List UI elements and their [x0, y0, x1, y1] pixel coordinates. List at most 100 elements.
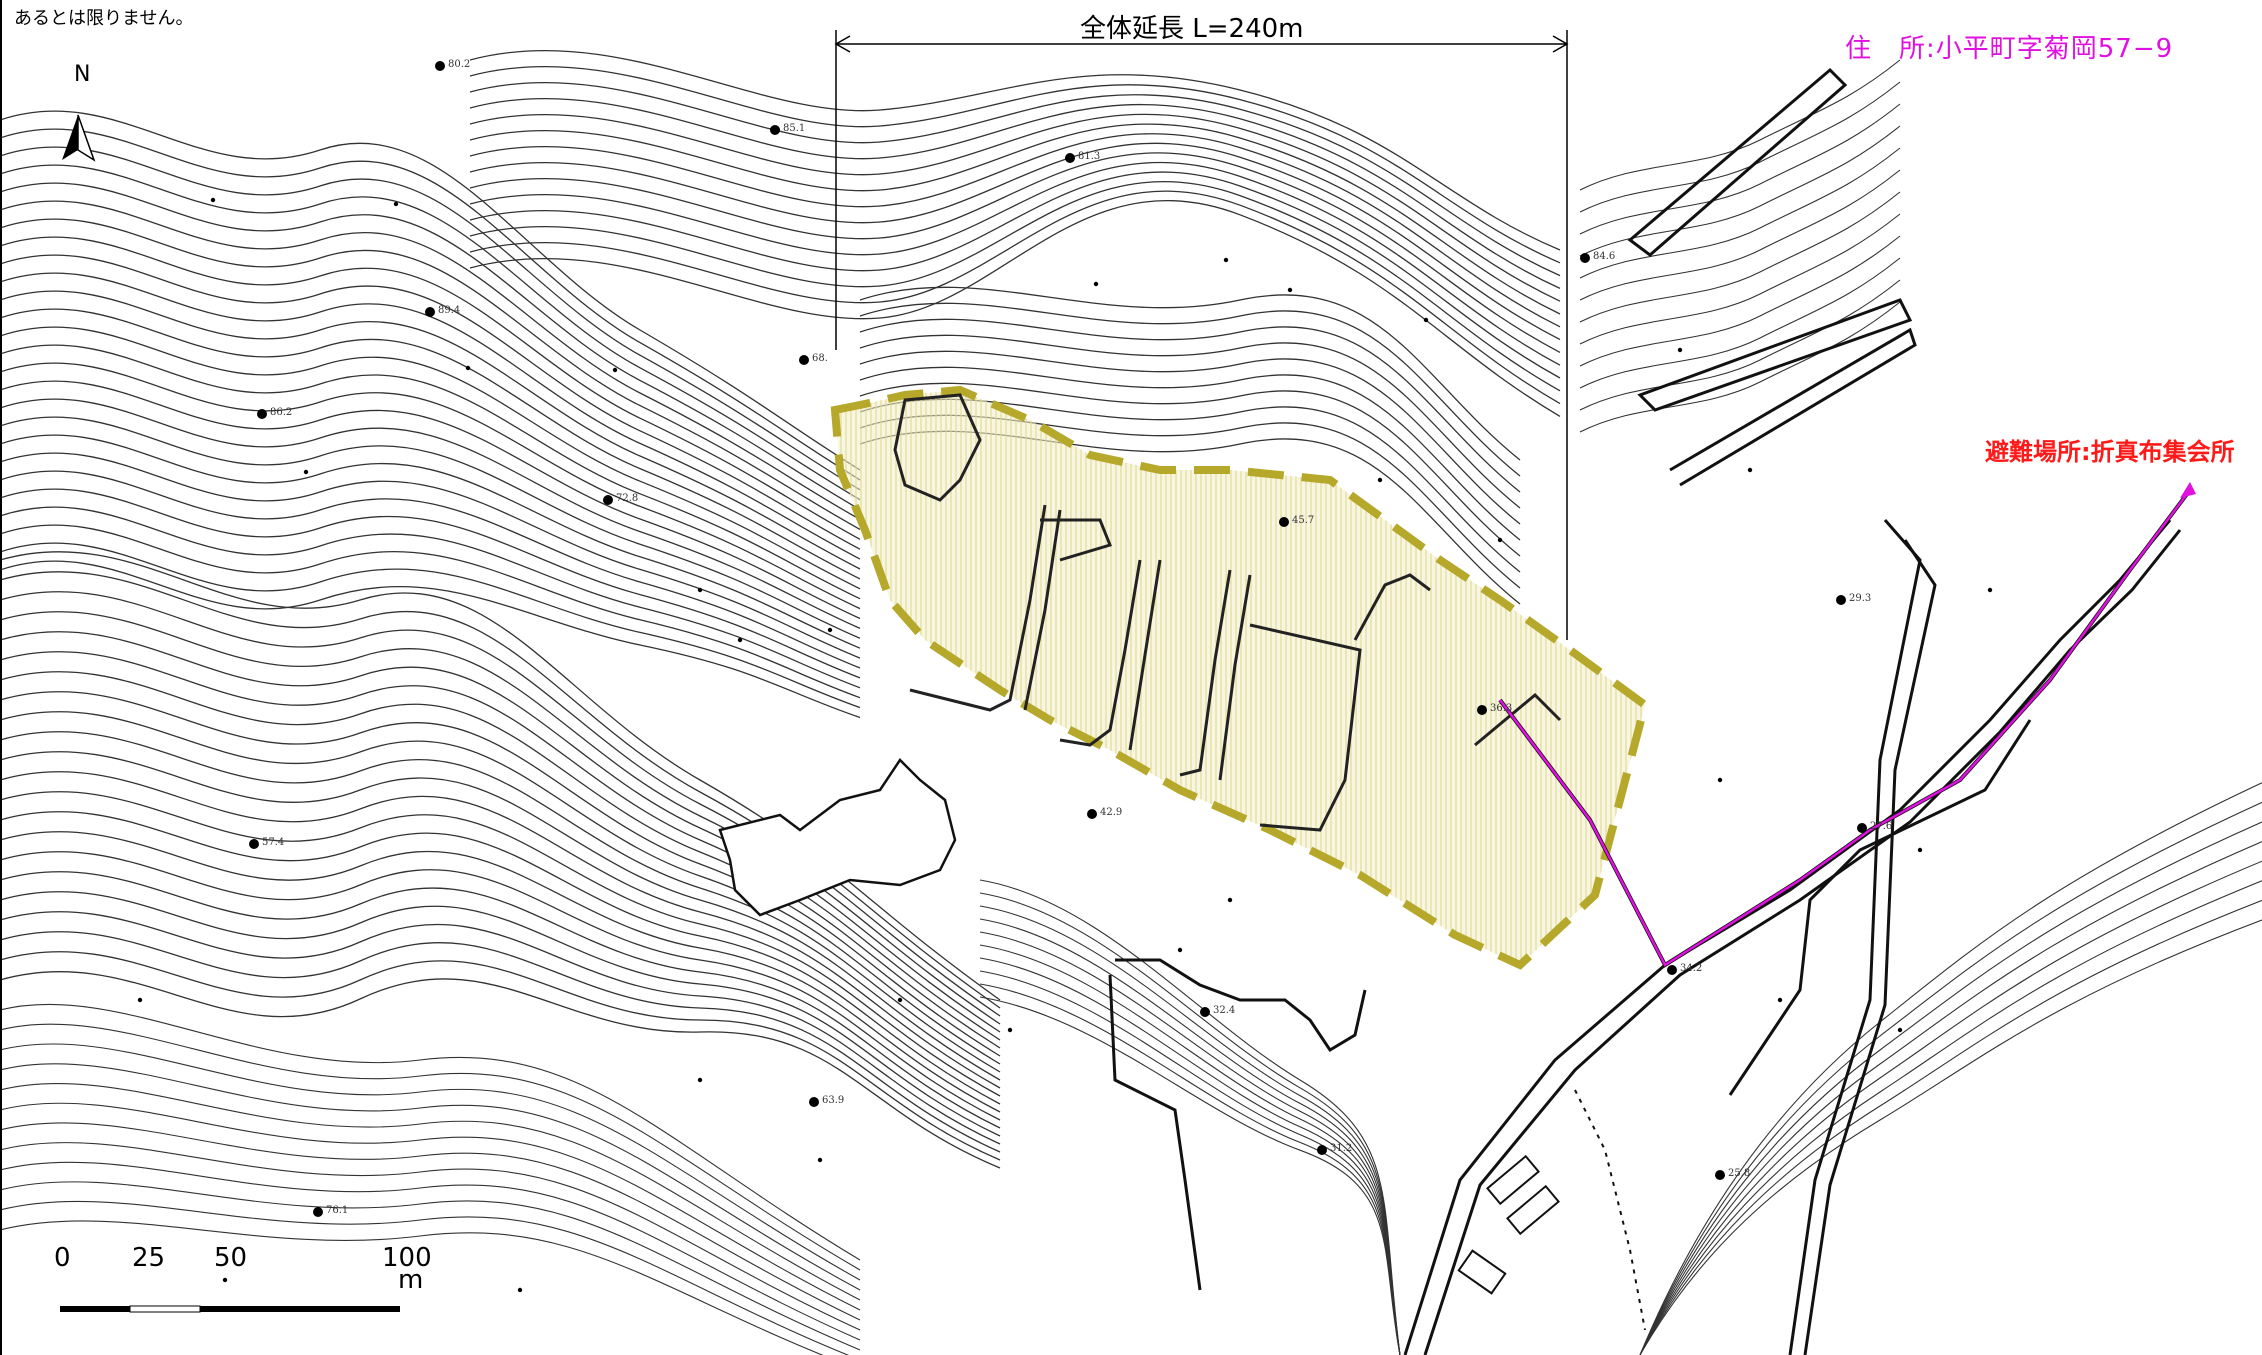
pond [718, 758, 957, 917]
contour-line [0, 560, 861, 719]
contour-line [0, 1043, 861, 1281]
spot-height-marker [1200, 1007, 1210, 1017]
contour-line [469, 161, 1561, 366]
spot-height-marker [1836, 595, 1846, 605]
contour-line [0, 751, 1001, 1081]
contour-line [0, 1023, 861, 1271]
contour-line [1639, 880, 2262, 1355]
contour-line [1579, 81, 1901, 213]
spot-height-marker [313, 1207, 323, 1217]
contour-line [0, 1161, 861, 1341]
contour-line [1579, 257, 1901, 389]
scale-unit: m [398, 1265, 424, 1295]
hazard-zone [830, 385, 1650, 970]
contour-line [859, 286, 1521, 461]
survey-point [1007, 1027, 1013, 1033]
contour-line [0, 571, 1001, 1009]
spot-height-label: 57.4 [262, 837, 285, 848]
contour-line [0, 851, 1001, 1121]
contour-line [0, 272, 861, 560]
contour-line [859, 382, 1521, 557]
spot-height-marker [1477, 705, 1487, 715]
spot-height-label: 32.4 [1213, 1005, 1236, 1016]
contour-line [0, 380, 861, 620]
contour-line [469, 171, 1561, 379]
contour-line [859, 366, 1521, 541]
spot-height-label: 81.3 [1078, 151, 1101, 162]
survey-point [1423, 317, 1429, 323]
spot-height-label: 68. [812, 353, 828, 364]
spot-height-marker [435, 61, 445, 71]
contour-line [0, 931, 1001, 1153]
contour-line [1579, 279, 1901, 411]
contour-line [0, 218, 861, 530]
contour-line [0, 971, 1001, 1169]
survey-point [137, 997, 143, 1003]
retaining-structures [893, 393, 1562, 832]
contour-line [1639, 821, 2262, 1355]
contour-line [0, 128, 861, 481]
spot-height-label: 84.6 [1593, 251, 1616, 262]
contour-line [0, 631, 1001, 1033]
survey-point [393, 201, 399, 207]
contour-line [0, 1122, 861, 1321]
contour-line [469, 133, 1561, 328]
survey-point [1777, 997, 1783, 1003]
contour-line [0, 470, 861, 669]
survey-point [1287, 287, 1293, 293]
contour-line [859, 302, 1521, 477]
contour-line [1579, 235, 1901, 367]
contour-line [979, 944, 1401, 1355]
contour-line [1639, 860, 2262, 1355]
address-label: 住 所:小平町字菊岡57−9 [1845, 34, 2174, 64]
scale-tick-0: 0 [54, 1243, 71, 1273]
contour-line [0, 1200, 850, 1355]
contour-line [469, 123, 1561, 315]
contour-line [0, 1181, 861, 1351]
survey-point [1223, 257, 1229, 263]
spot-height-marker [603, 495, 613, 505]
contour-line [1639, 899, 2262, 1355]
contour-line [1579, 103, 1901, 235]
survey-point [697, 587, 703, 593]
survey-point [1917, 847, 1923, 853]
survey-point [1227, 897, 1233, 903]
contour-line [0, 416, 861, 639]
contour-line [0, 200, 861, 521]
spot-height-marker [257, 409, 267, 419]
contour-line [0, 254, 861, 550]
contour-line [1639, 801, 2262, 1355]
contour-line [979, 970, 1401, 1355]
spot-height-label: 76.1 [326, 1205, 349, 1216]
contour-line [0, 344, 861, 600]
contour-line [0, 1142, 861, 1331]
shelter-label: 避難場所:折真布集会所 [1985, 438, 2235, 466]
disclaimer-text: あるとは限りません。 [14, 8, 194, 29]
survey-point [1897, 1027, 1903, 1033]
contour-line [469, 65, 1561, 264]
spot-height-label: 63.9 [822, 1095, 845, 1106]
contour-line [0, 1063, 861, 1291]
contour-line [0, 871, 1001, 1129]
buildings [1457, 1089, 1646, 1331]
contour-line [0, 1003, 861, 1261]
spot-height-label: 36.3 [1490, 703, 1513, 714]
survey-point [1093, 281, 1099, 287]
spot-height-marker [425, 307, 435, 317]
contour-line [0, 524, 861, 699]
contour-line [0, 911, 1001, 1145]
contour-line [0, 591, 1001, 1017]
survey-point [1677, 347, 1683, 353]
survey-point [210, 197, 216, 203]
spot-height-label: 29.3 [1849, 593, 1872, 604]
total-length-label: 全体延長 L=240m [1080, 14, 1304, 44]
shelter-arrow-icon [2180, 482, 2196, 498]
spot-height-label: 86.2 [270, 407, 293, 418]
contour-lines [0, 49, 2262, 1355]
contour-line [469, 97, 1561, 289]
contour-line [469, 180, 1561, 392]
contour-line [0, 182, 861, 511]
contour-line [979, 957, 1401, 1355]
survey-point [817, 1157, 823, 1163]
